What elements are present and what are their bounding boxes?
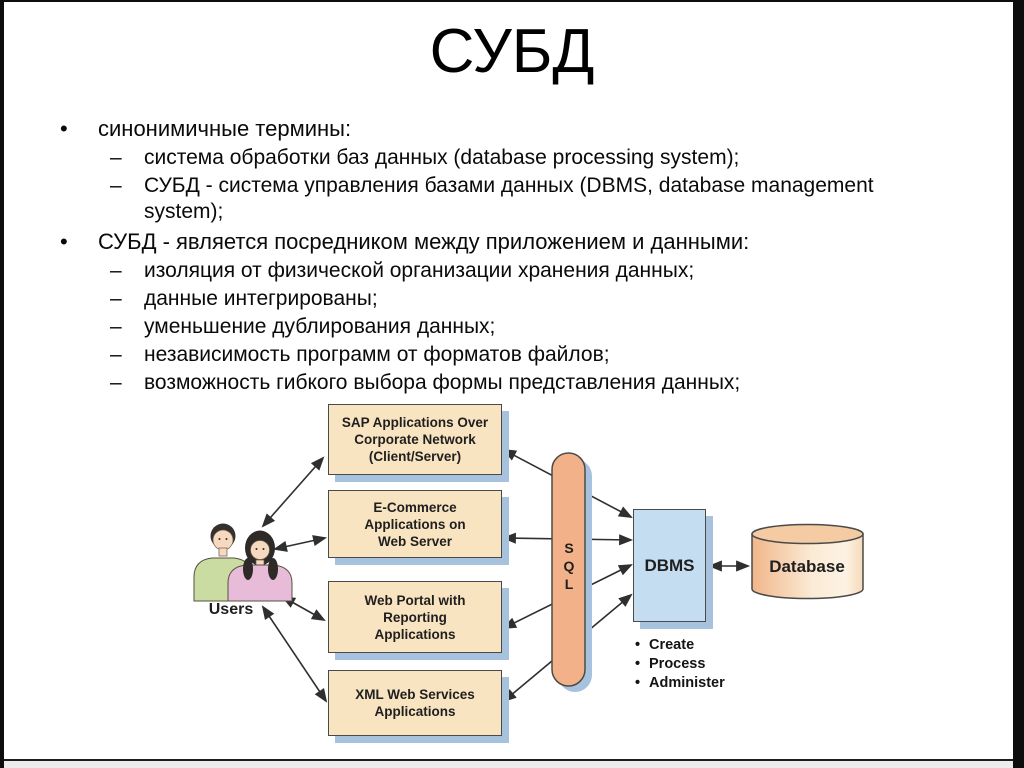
sql-pill [551,452,586,687]
bullet-item: – данные интегрированы; [110,286,980,312]
app-box-line: SAP Applications Over [341,415,489,430]
app-box-line: Web Portal with [364,592,466,608]
bullet-marker: – [110,174,122,197]
bullet-marker: – [110,259,122,282]
app-box-line: Applications [374,626,456,642]
woman-eye [262,548,265,550]
dbms-function-item: • Create [635,636,725,655]
bullet-marker: • [635,656,641,672]
bullet-marker: – [110,287,122,310]
bullet-marker: – [110,371,122,394]
dbms-function-label: Process [649,656,706,672]
bullet-text: уменьшение дублирования данных; [144,315,496,338]
bullet-item: – система обработки баз данных (database… [110,145,980,171]
bullet-marker: • [635,637,641,653]
bullet-text: СУБД - является посредником между прилож… [98,229,750,254]
bullet-item: – независимость программ от форматов фай… [110,342,980,368]
woman-shirt [227,564,293,602]
sql-letter: L [565,576,574,592]
bullet-text: изоляция от физической организации хране… [144,259,695,282]
dbms-functions: • Create • Process • Administer [635,636,725,693]
database-cylinder-top [751,523,864,545]
dbms-label: DBMS [644,555,695,575]
users-figures [193,523,293,602]
arrow-users-ecommerce [272,535,328,552]
slide-title: СУБД [429,17,595,86]
bullet-marker: – [110,315,122,338]
dbms-function-label: Administer [649,675,725,691]
app-box-line: (Client/Server) [368,449,462,464]
frame-edge-left [0,0,4,768]
diagram-canvas: S Q L Database [193,449,864,703]
dbms-function-item: • Administer [635,674,725,693]
bullet-item: • синонимичные термины: [60,115,980,143]
app-box-line: Web Server [377,533,453,549]
arrow-users-sap [261,456,325,528]
bullet-text: данные интегрированы; [144,287,378,310]
bullet-text: независимость программ от форматов файло… [144,343,610,366]
woman-hair-strand [268,558,278,580]
dbms-function-label: Create [649,637,695,653]
dbms-architecture-diagram: S Q L Database [165,393,875,761]
bullet-marker: – [110,343,122,366]
app-box-line: XML Web Services [355,687,475,702]
man-neck [218,547,228,557]
bullet-text: система обработки баз данных (database p… [144,146,740,169]
bullet-item: – изоляция от физической организации хра… [110,258,980,284]
woman-eye [255,548,258,550]
man-eye [218,538,221,540]
bullet-text: синонимичные термины: [98,116,352,141]
bullet-marker: – [110,146,122,169]
frame-edge-bottom-pad [4,761,1013,768]
dbms-function-item: • Process [635,655,725,674]
frame-edge-right [1013,0,1024,768]
database-cylinder: Database [751,523,864,600]
bullet-item: – возможность гибкого выбора формы предс… [110,370,980,396]
app-box-line: Reporting [383,609,447,625]
bullet-text: возможность гибкого выбора формы предста… [144,371,741,394]
bullet-item: – уменьшение дублирования данных; [110,314,980,340]
app-box-ecommerce: E-Commerce Applications on Web Server [328,490,502,558]
app-box-line: Applications on [364,516,466,532]
arrow-users-xml [261,605,328,703]
bullet-marker: • [60,116,68,141]
users-label: Users [208,601,254,618]
app-box-line: E-Commerce [373,499,457,515]
database-cylinder-body [751,533,864,600]
app-box-line: Applications [374,704,456,719]
man-face [212,529,234,551]
woman-hair-strand [243,558,253,580]
app-box-line: Corporate Network [354,432,476,447]
app-box-xml: XML Web Services Applications [328,670,502,736]
frame-edge-bottom-line [4,759,1013,761]
bullet-item: – СУБД - система управления базами данны… [110,173,980,225]
bullet-text: СУБД - система управления базами данных … [144,174,874,223]
app-box-webportal: Web Portal with Reporting Applications [328,581,502,653]
sql-letter: Q [564,558,575,574]
man-eye [225,538,228,540]
sql-letter: S [564,540,573,556]
bullet-marker: • [60,229,68,254]
woman-face [250,540,270,560]
app-box-sap: SAP Applications Over Corporate Network … [328,404,502,475]
bullet-marker: • [635,675,641,691]
bullet-list: • синонимичные термины: – система обрабо… [60,112,980,396]
dbms-box: DBMS [633,509,706,622]
database-label: Database [769,557,845,576]
frame-edge-top [0,0,1024,2]
bullet-item: • СУБД - является посредником между прил… [60,228,980,256]
